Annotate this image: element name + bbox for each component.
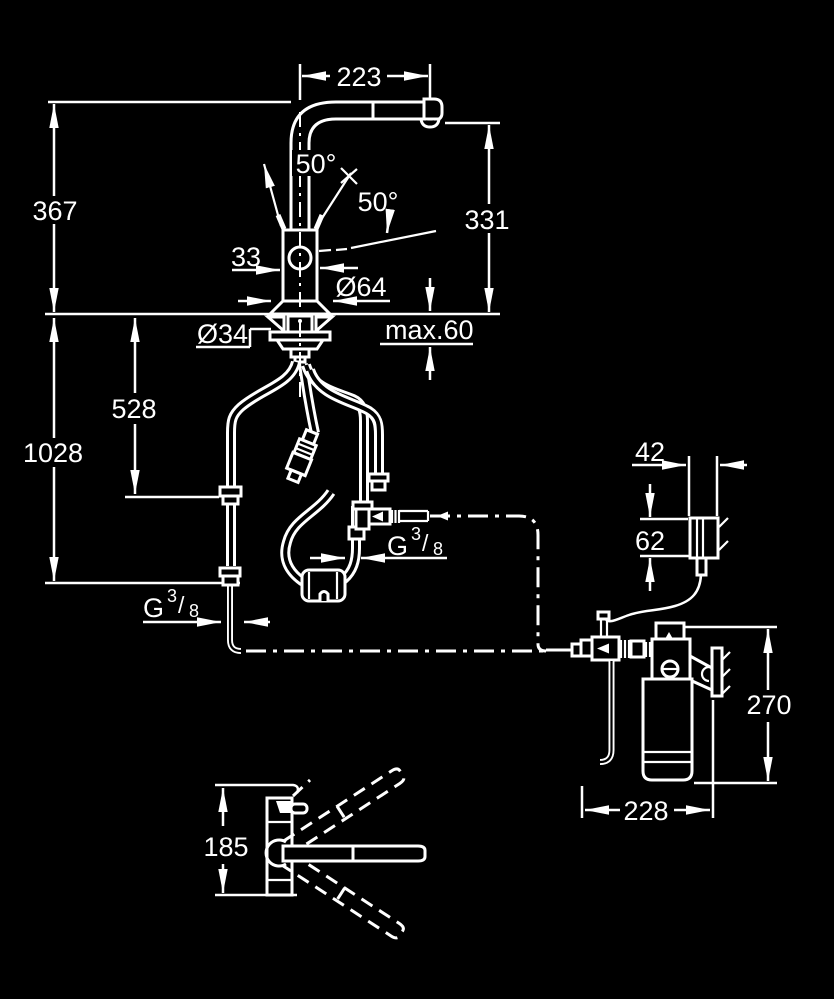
dim-label-spout-reach: 223: [336, 62, 381, 92]
swivel-joint-arc: [264, 838, 287, 868]
bracket-slot: [700, 665, 710, 683]
bracket-hatch-2: [721, 668, 731, 678]
dim-label-hole-dia: Ø34: [197, 319, 248, 349]
thread-label-bottom: G 3 / 8: [143, 586, 199, 623]
right-hose2-fitting2: [370, 479, 387, 492]
lever-alt-position-dash: [291, 778, 312, 798]
thread-mid-base: G: [387, 531, 408, 561]
thread-mid-numerator: 3: [411, 524, 421, 544]
thread-bottom-denominator: 8: [189, 601, 199, 621]
left-hose-g38-fitting2: [221, 574, 240, 587]
valve-drain-hose-outer: [599, 661, 615, 765]
left-hose-tail-outer: [227, 584, 242, 654]
routing-flow-arrow-icon: [437, 511, 448, 521]
thread-bottom-slash: /: [178, 592, 185, 618]
spray-hose-connector: [284, 427, 320, 485]
hose-weight-notch: [318, 590, 330, 601]
reference-lines: [45, 64, 777, 897]
lever-down-position-line: [350, 229, 437, 250]
left-hose-tail-inner: [228, 584, 242, 653]
spray-head: [422, 97, 444, 122]
dim-label-counter-thickness: max.60: [385, 315, 474, 345]
left-hose-fitting-a2: [221, 494, 240, 506]
dim-label-angle-right: 50°: [358, 187, 399, 217]
dim-label-filter-width: 228: [623, 796, 668, 826]
dimension-labels: 223 367 331 50° 50° 33 Ø64 Ø34 max.60 52…: [23, 62, 792, 862]
power-supply-plug: [695, 556, 708, 577]
filter-cap-mark-icon: [665, 632, 673, 639]
top-view-lever-pin: [289, 802, 309, 815]
faucet-top-view: [264, 767, 427, 940]
bracket-hatch-1: [721, 651, 731, 661]
bracket-plate: [710, 646, 724, 698]
wall-hatch-1: [718, 517, 729, 528]
power-cable: [603, 574, 703, 623]
angle-50-right-arrow: [385, 208, 395, 234]
power-supply-unit: [596, 516, 729, 638]
inlet-block: [579, 638, 594, 658]
dimension-lines: [49, 71, 773, 893]
left-hose-inner: [229, 361, 298, 566]
lever-dash-1: [318, 248, 332, 253]
thread-bottom-base: G: [143, 593, 164, 623]
valve-flow-arrow-icon: [597, 643, 609, 654]
dim-label-body-width: 33: [231, 242, 261, 272]
thread-bottom-numerator: 3: [167, 586, 177, 606]
dim-label-angle-left: 50°: [296, 149, 337, 179]
cable-connector-cap: [596, 610, 611, 621]
bracket-hatch-3: [721, 685, 731, 695]
top-view-lever: [276, 801, 291, 813]
thread-mid-denominator: 8: [433, 539, 443, 559]
escutcheon: [266, 299, 334, 316]
spout-inner-line: [307, 117, 424, 144]
lever-dash-2: [335, 247, 348, 252]
right-hose2-inner: [308, 369, 381, 476]
dim-label-height-total: 367: [32, 196, 77, 226]
under-counter-hoses: [218, 112, 430, 654]
dim-label-psu-width: 42: [635, 437, 665, 467]
dim-label-topview-depth: 185: [203, 832, 248, 862]
lever-swing-right-line: [316, 172, 352, 227]
tee-body: [354, 507, 371, 531]
dim-label-supply-drop: 528: [111, 394, 156, 424]
thread-mid-slash: /: [422, 530, 429, 556]
ref-185-top: [215, 783, 300, 794]
dim-label-psu-height: 62: [635, 526, 665, 556]
lever-cross-mark-2: [340, 168, 358, 184]
aerator-notch: [425, 120, 435, 125]
valve-drain-hose-inner: [599, 661, 613, 764]
spout-outer-line: [289, 100, 441, 144]
spout-swivel-up-position: [282, 767, 406, 855]
dim-label-outlet-height: 331: [464, 205, 509, 235]
wall-hatch-2: [718, 540, 729, 551]
routing-line-right: [430, 514, 547, 653]
routing-lines: [246, 511, 548, 653]
wedge-hatch-right: [319, 319, 329, 329]
thread-label-mid: G 3 / 8: [387, 524, 443, 561]
dim-label-total-drop: 1028: [23, 438, 83, 468]
dim-label-filter-height: 270: [746, 690, 791, 720]
wedge-hatch-left: [271, 319, 281, 329]
filter-unit: [546, 621, 731, 782]
valve-coupling: [629, 639, 646, 659]
spout-swivel-down-position: [282, 851, 405, 940]
label-backing: [292, 150, 340, 176]
dim-label-escutcheon-dia: Ø64: [335, 272, 386, 302]
lever-swing-left-line: [262, 163, 283, 227]
filter-cartridge: [641, 677, 694, 782]
tee-flow-arrow-icon: [372, 511, 383, 522]
